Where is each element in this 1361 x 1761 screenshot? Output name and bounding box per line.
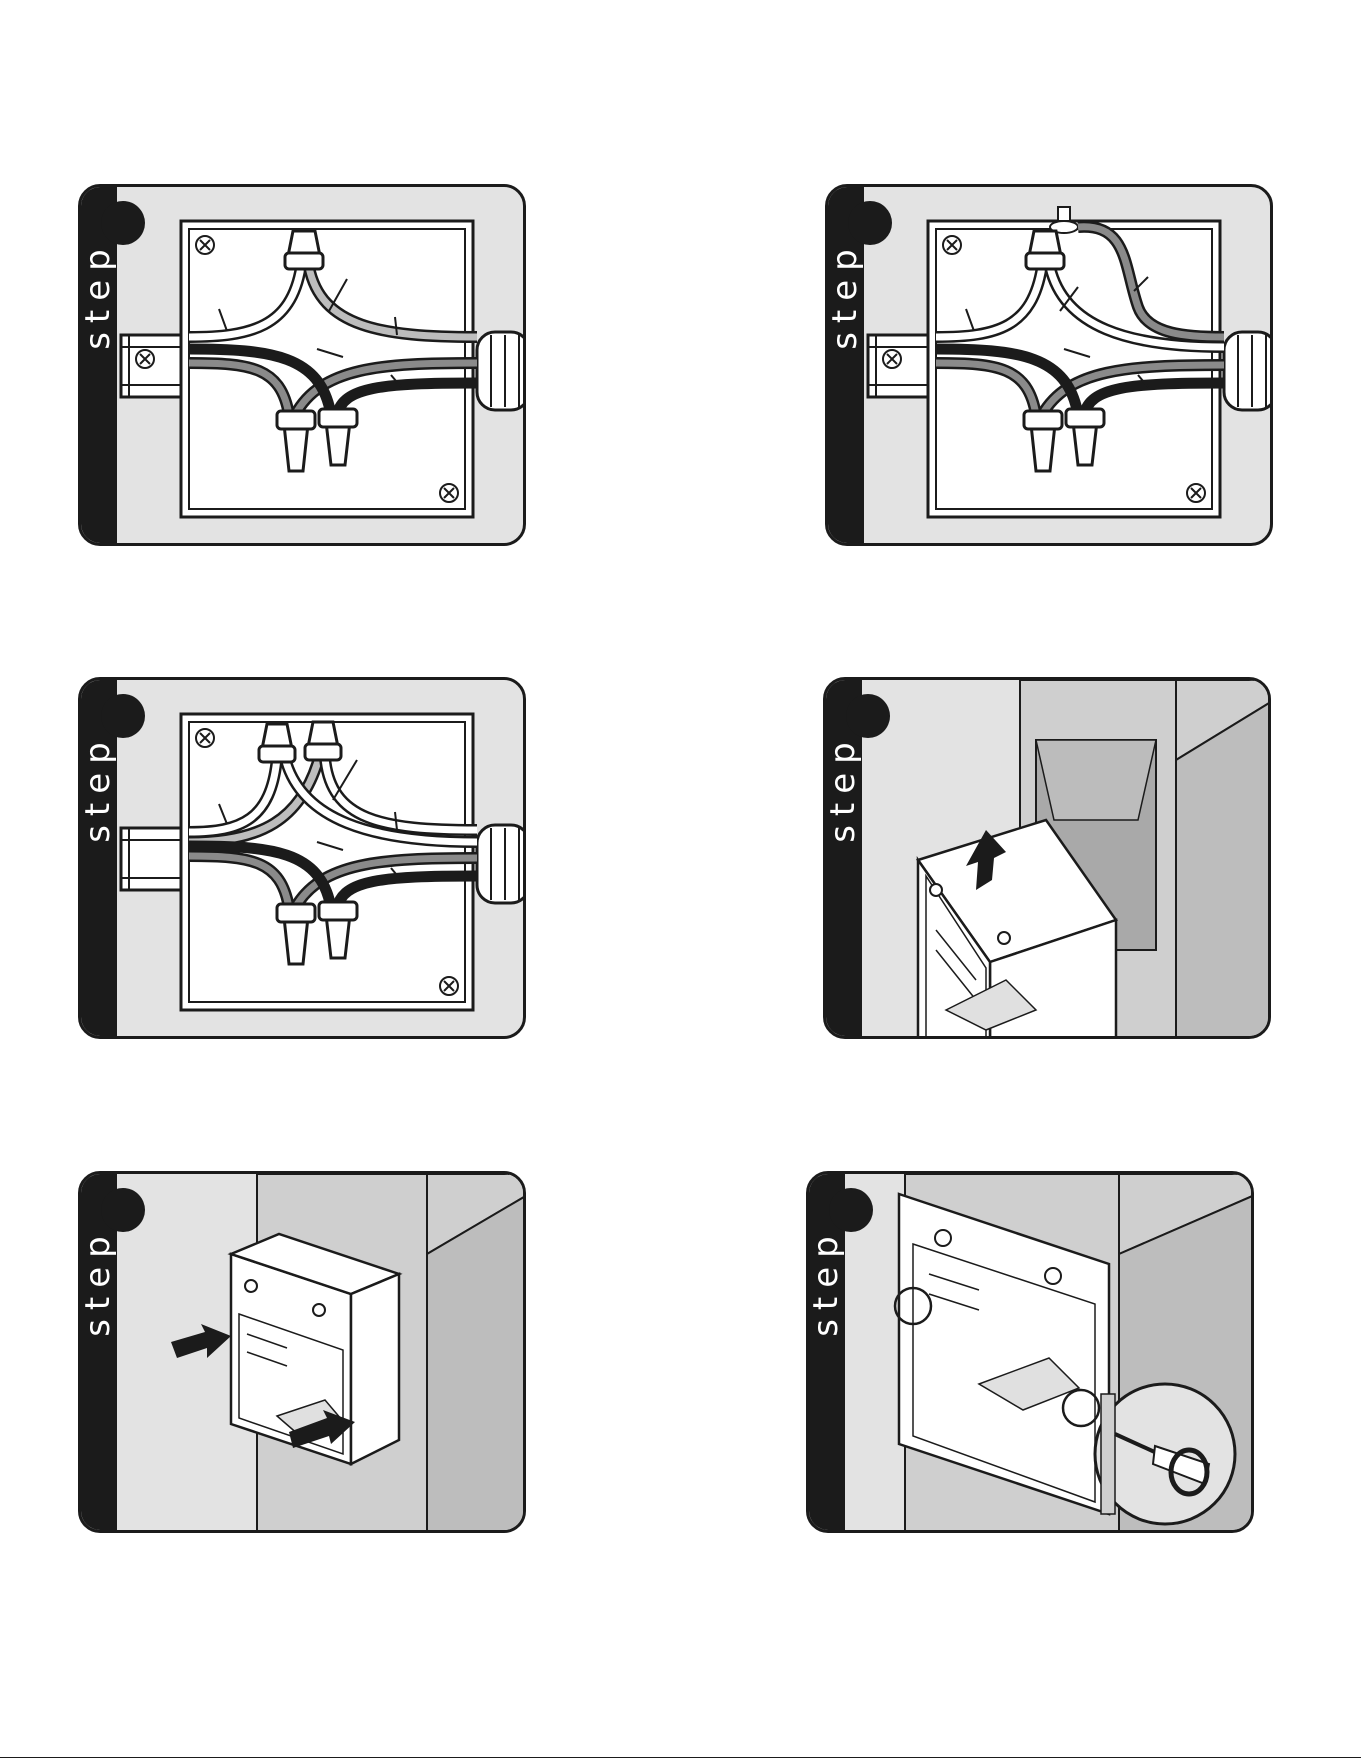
oven-lift-illustration xyxy=(826,680,1271,1039)
step-label: step xyxy=(808,1217,844,1347)
step-number-badge xyxy=(846,694,890,738)
step-number-badge xyxy=(101,201,145,245)
step-number-badge xyxy=(101,694,145,738)
step-label: step xyxy=(80,1217,116,1347)
step-panel-6: step xyxy=(806,1171,1254,1533)
step-panel-2: step xyxy=(825,184,1273,546)
step-panel-3: step xyxy=(78,677,526,1039)
junction-box-three-wire-illustration xyxy=(81,680,526,1039)
step-label: step xyxy=(80,230,116,360)
step-number-badge xyxy=(848,201,892,245)
step-label: step xyxy=(825,723,861,853)
footer-rule xyxy=(0,1757,1361,1758)
oven-secure-illustration xyxy=(809,1174,1254,1533)
junction-box-illustration xyxy=(81,187,526,546)
step-label: step xyxy=(827,230,863,360)
step-panel-5: step xyxy=(78,1171,526,1533)
step-panel-1: step xyxy=(78,184,526,546)
step-label: step xyxy=(80,723,116,853)
step-number-badge xyxy=(101,1188,145,1232)
step-panel-4: step xyxy=(823,677,1271,1039)
junction-box-ground-illustration xyxy=(828,187,1273,546)
oven-push-illustration xyxy=(81,1174,526,1533)
step-number-badge xyxy=(829,1188,873,1232)
